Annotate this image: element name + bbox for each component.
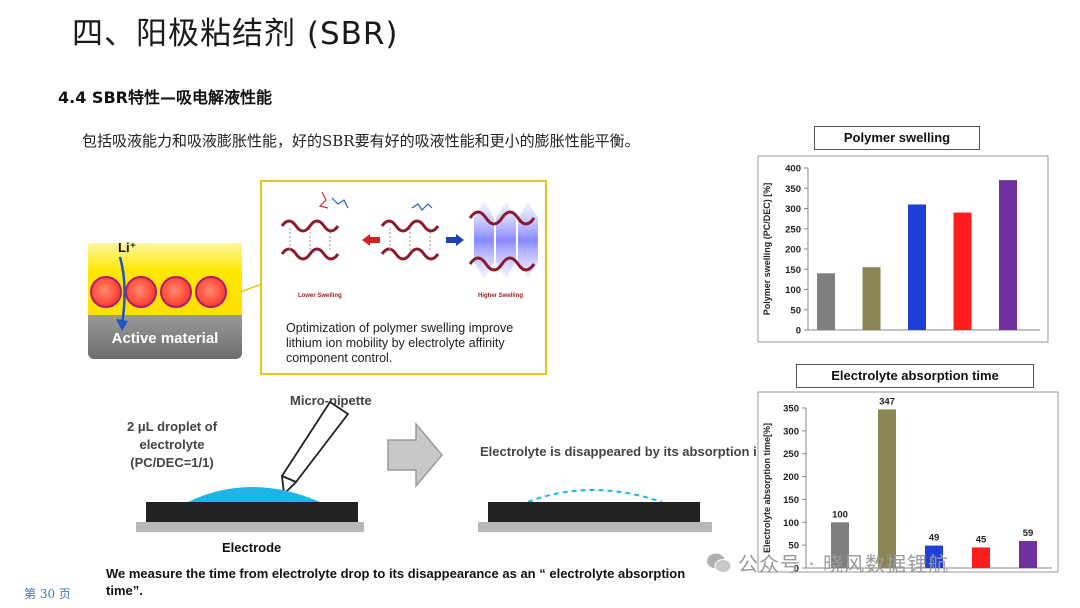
particle-sphere	[90, 276, 122, 308]
current-collector	[88, 315, 242, 359]
bar	[953, 212, 972, 330]
particle-sphere	[125, 276, 157, 308]
data-label: 347	[879, 396, 895, 407]
bar	[817, 273, 835, 330]
y-tick-label: 0	[796, 326, 801, 337]
y-tick-label: 200	[785, 245, 801, 256]
y-tick-label: 150	[785, 265, 801, 276]
electrode-label: Electrode	[222, 540, 282, 555]
data-label: 59	[1023, 528, 1034, 539]
chart-frame	[757, 391, 1059, 573]
measurement-description: We measure the time from electrolyte dro…	[106, 566, 686, 598]
y-tick-label: 250	[785, 224, 801, 235]
li-ion-arrow-icon	[116, 256, 128, 331]
process-arrow-icon	[387, 422, 443, 488]
y-tick-label: 200	[783, 472, 799, 483]
section-subtitle: 4.4 SBR特性—吸电解液性能	[58, 88, 272, 107]
lower-swelling-label: Lower Swelling	[298, 293, 342, 299]
y-tick-label: 100	[783, 518, 799, 529]
y-tick-label: 350	[783, 404, 799, 415]
y-tick-label: 300	[785, 204, 801, 215]
y-axis-label: Electrolyte absorption time[%]	[762, 423, 772, 553]
bar	[862, 267, 881, 330]
absorbed-electrode-illustration	[478, 489, 712, 532]
chart-title-polymer-swelling: Polymer swelling	[814, 126, 980, 150]
bar	[831, 522, 849, 568]
li-ion-label: Li⁺	[118, 240, 137, 255]
chart-title-electrolyte-absorption: Electrolyte absorption time	[796, 364, 1034, 388]
wechat-icon	[707, 553, 732, 573]
page-number: 第 30 页	[24, 587, 71, 601]
active-material-label: Active material	[111, 330, 219, 347]
particle-sphere	[195, 276, 227, 308]
watermark-text: 公众号 · 晓风数据锂航	[738, 552, 950, 576]
data-label: 49	[929, 533, 940, 544]
intro-text: 包括吸液能力和吸液膨胀性能，好的SBR要有好的吸液性能和更小的膨胀性能平衡。	[82, 132, 640, 150]
bar	[908, 204, 926, 330]
bar	[1019, 541, 1037, 568]
bar	[925, 545, 943, 568]
connector-line	[240, 283, 263, 293]
micro-pipette-label: Micro-pipette	[290, 393, 372, 408]
swelling-callout-box	[260, 180, 547, 375]
y-tick-label: 50	[790, 305, 801, 316]
droplet-label: 2 μL droplet of electrolyte (PC/DEC=1/1)	[126, 419, 218, 470]
polymer-swelling-illustration	[280, 191, 538, 278]
y-axis-label: Polymer swelling (PC/DEC) [%]	[762, 183, 772, 316]
y-tick-label: 0	[794, 564, 799, 575]
y-tick-label: 100	[785, 285, 801, 296]
droplet-on-electrode-illustration	[136, 400, 364, 532]
data-label: 45	[976, 534, 987, 545]
bar	[972, 547, 990, 568]
y-tick-label: 400	[785, 164, 801, 175]
y-tick-label: 250	[783, 449, 799, 460]
page-title: 四、阳极粘结剂 (SBR)	[72, 16, 399, 52]
y-tick-label: 300	[783, 426, 799, 437]
bar	[999, 180, 1017, 330]
y-tick-label: 50	[788, 541, 799, 552]
absorption-label: Electrolyte is disappeared by its absorp…	[480, 444, 842, 459]
y-tick-label: 150	[783, 495, 799, 506]
higher-swelling-label: Higher Swelling	[478, 293, 524, 299]
callout-description: Optimization of polymer swelling improve…	[286, 321, 514, 365]
bar	[878, 409, 896, 568]
particle-sphere	[160, 276, 192, 308]
data-label: 100	[832, 509, 848, 520]
y-tick-label: 350	[785, 184, 801, 195]
